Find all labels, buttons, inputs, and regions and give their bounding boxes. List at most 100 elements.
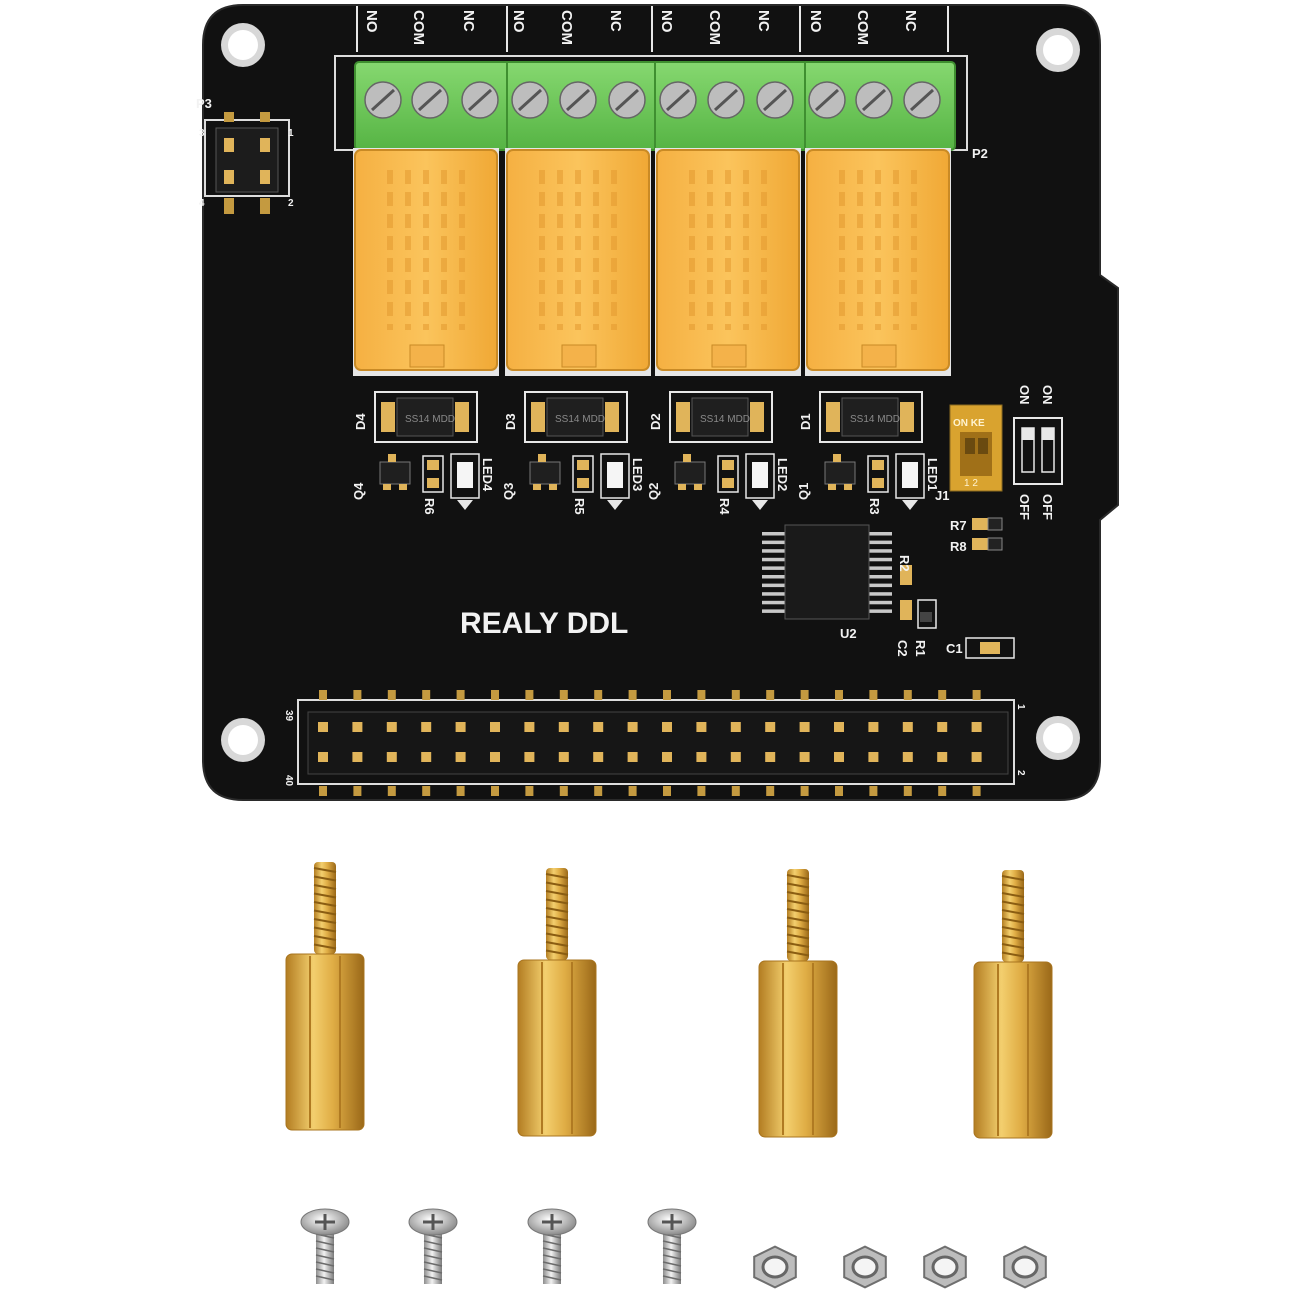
terminal-screw — [855, 81, 893, 119]
gpio-pin-1-label: 1 — [1015, 704, 1026, 710]
gpio-pin-pair — [662, 690, 672, 796]
screw-1 — [300, 1208, 350, 1284]
terminal-label-6: NC — [607, 10, 624, 32]
board-title: REALY DDL — [460, 607, 628, 640]
gpio-pin-pair — [834, 690, 844, 796]
gpio-pin-pair — [421, 690, 432, 796]
diode-marking: SS14 MDD — [405, 414, 455, 425]
resistor-label: R3 — [867, 498, 882, 515]
screw-terminal-block — [334, 55, 968, 151]
gpio-pin-pair — [627, 690, 638, 796]
terminal-label-7: NO — [658, 10, 675, 33]
dip-off-label-2: OFF — [1040, 494, 1055, 520]
transistor-label: Q2 — [646, 483, 661, 500]
p3-pin-2: 2 — [288, 198, 294, 209]
relay-2 — [655, 148, 801, 376]
relay-4 — [353, 148, 499, 376]
gpio-header — [297, 690, 1015, 796]
diode-label: D1 — [798, 413, 813, 430]
gpio-pin-pair — [455, 690, 466, 796]
terminal-label-8: COM — [706, 10, 723, 45]
terminal-screw — [659, 81, 697, 119]
gpio-pin-pair — [971, 690, 982, 796]
transistor-label: Q1 — [796, 483, 811, 500]
hex-nut-3 — [923, 1245, 967, 1289]
gpio-pin-pair — [593, 690, 604, 796]
hex-nut-1 — [753, 1245, 797, 1289]
dip-switch-silkscreen — [1013, 417, 1063, 485]
p2-label: P2 — [972, 146, 988, 161]
diode-label: D3 — [503, 413, 518, 430]
relay-3 — [505, 148, 651, 376]
dip-on-label-1: ON — [1017, 385, 1032, 405]
terminal-label-9: NC — [755, 10, 772, 32]
terminal-screw — [808, 81, 846, 119]
led-label: LED2 — [775, 458, 790, 491]
diode-marking: SS14 MDD — [555, 414, 605, 425]
terminal-label-4: NO — [510, 10, 527, 33]
gpio-pin-pair — [490, 690, 500, 796]
screw-3 — [527, 1208, 577, 1284]
brass-standoff-4 — [973, 870, 1053, 1139]
gpio-pin-pair — [902, 690, 913, 796]
terminal-label-12: NC — [902, 10, 919, 32]
brass-standoff-3 — [758, 869, 838, 1138]
terminal-screw — [511, 81, 549, 119]
diode-label: D4 — [353, 413, 368, 430]
screw-2 — [408, 1208, 458, 1284]
p3-pin-1: 1 — [288, 128, 294, 139]
led-label: LED1 — [925, 458, 940, 491]
r8-label: R8 — [950, 539, 967, 554]
terminal-screw — [756, 81, 794, 119]
p3-pin-4: 4 — [199, 198, 205, 209]
gpio-pin-pair — [937, 690, 948, 796]
terminal-label-1: NO — [363, 10, 380, 33]
transistor-label: Q3 — [501, 483, 516, 500]
screw-4 — [647, 1208, 697, 1284]
gpio-pin-pair — [524, 690, 535, 796]
resistor-label: R4 — [717, 498, 732, 515]
machine-screws — [300, 1208, 697, 1284]
dip-pin-label: 1 2 — [964, 478, 978, 489]
resistor-label: R6 — [422, 498, 437, 515]
terminal-label-11: COM — [854, 10, 871, 45]
c2-label: C2 — [895, 640, 910, 657]
brass-standoff-1 — [285, 862, 365, 1131]
r2-label: R2 — [897, 555, 912, 572]
terminal-label-2: COM — [410, 10, 427, 45]
p3-header — [204, 112, 290, 214]
r1-label: R1 — [913, 640, 928, 657]
hex-nuts — [753, 1245, 1047, 1289]
r7-r8-resistors — [972, 517, 1003, 551]
gpio-pin-pair — [386, 690, 397, 796]
c1-label: C1 — [946, 641, 963, 656]
gpio-pin-pair — [799, 690, 810, 796]
led-label: LED3 — [630, 458, 645, 491]
terminal-screw — [903, 81, 941, 119]
passive-components — [900, 565, 1015, 659]
gpio-pin-pair — [765, 690, 776, 796]
brass-standoff-2 — [517, 868, 597, 1137]
terminal-label-dividers — [356, 6, 949, 52]
hex-nut-2 — [843, 1245, 887, 1289]
relays — [353, 148, 951, 376]
terminal-label-3: NC — [460, 10, 477, 32]
transistor-label: Q4 — [351, 482, 366, 500]
dip-off-label-1: OFF — [1017, 494, 1032, 520]
relay-1 — [805, 148, 951, 376]
mounting-holes — [221, 23, 1080, 762]
gpio-pin-pair — [318, 690, 328, 796]
gpio-pin-pair — [730, 690, 741, 796]
gpio-pin-2-label: 2 — [1015, 770, 1026, 776]
gpio-pin-pair — [352, 690, 363, 796]
terminal-label-10: NO — [807, 10, 824, 33]
diode-marking: SS14 MDD — [850, 414, 900, 425]
hex-nut-4 — [1003, 1245, 1047, 1289]
